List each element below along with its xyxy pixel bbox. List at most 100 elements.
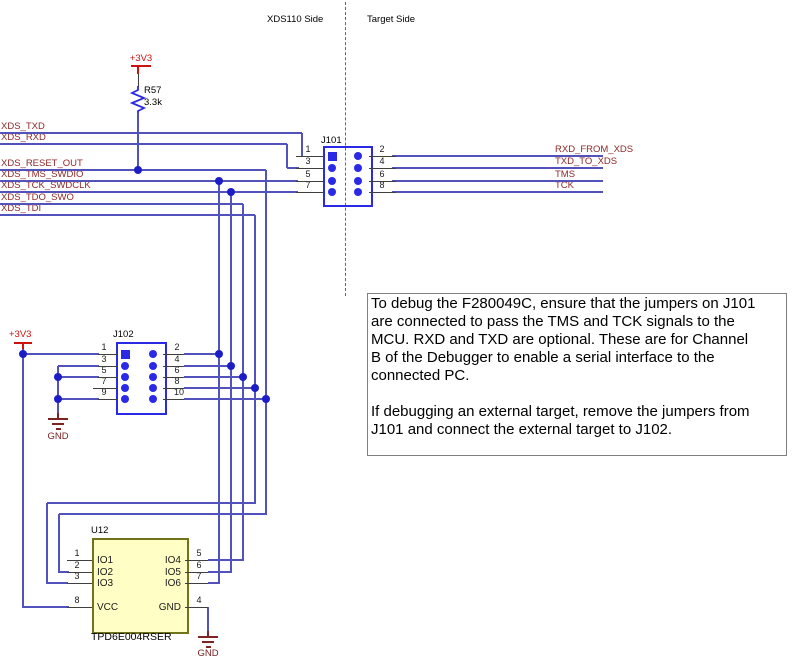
wire-segment [301,133,303,156]
pin-stub [67,606,92,608]
junction-dot [262,395,270,403]
pin-stub [163,376,184,378]
pin-stub [185,582,208,584]
pin-stub [98,353,117,355]
gnd-symbol-stroke [48,418,68,420]
net-label-xds-tms-swdio: XDS_TMS_SWDIO [1,169,84,180]
wire-segment [58,398,99,400]
wire-segment [0,143,287,145]
wire-segment [22,348,24,608]
connector-pin [328,177,336,185]
u12-pin-name-io6: IO6 [164,578,181,589]
wire-segment [242,204,244,561]
pin-stub [67,582,92,584]
connector-pin [149,395,157,403]
pin-stub [185,571,208,573]
connector-pin [149,384,157,392]
connector-pin [354,188,362,196]
pin-stub [98,365,117,367]
connector-pin [354,177,362,185]
pin-stub [163,365,184,367]
j102-pin-number: 8 [174,376,180,386]
connector-pin [149,373,157,381]
wire-segment [47,582,68,584]
j102-pin-number: 3 [101,354,107,364]
gnd-label-j102: GND [47,431,69,442]
pin-stub [67,571,92,573]
debug-note-paragraph-1: To debug the F280049C, ensure that the j… [371,295,756,384]
wire-segment [47,502,256,504]
wire-segment [58,365,99,367]
j102-pin-number: 1 [101,342,107,352]
j102-pin-number: 4 [174,354,180,364]
wire-segment [218,181,220,584]
net-label-xds-rxd: XDS_RXD [1,132,46,143]
gnd-label-u12: GND [197,648,219,659]
pin-stub [93,387,117,389]
junction-dot [134,166,142,174]
net-label-xds-reset-out: XDS_RESET_OUT [1,158,83,169]
pin-stub [163,398,184,400]
pin-stub [98,376,117,378]
wire-segment [0,191,298,193]
side-divider-dashed-line [345,2,346,296]
connector-pin [121,373,129,381]
u12-pin-number: 6 [196,560,202,570]
j102-connector-box [116,342,167,415]
pin-stub [369,180,396,182]
connector-pin [149,362,157,370]
wire-segment [23,606,69,608]
resistor-ref: R57 [144,85,162,96]
u12-pin-name-vcc: VCC [97,602,119,613]
j101-ref: J101 [321,135,342,146]
pin-stub [67,559,92,561]
u12-pin-number: 7 [196,571,202,581]
junction-dot [215,177,223,185]
j101-pin-number: 5 [305,169,311,179]
wire-segment [265,170,267,515]
j101-pin-number: 1 [305,144,311,154]
resistor-value: 3.3k [144,97,162,108]
resistor-icon [130,86,146,114]
pin-stub [369,191,396,193]
debug-note-box: To debug the F280049C, ensure that the j… [367,293,787,456]
wire-segment [208,582,220,584]
wire-segment [230,192,232,573]
u12-ref: U12 [91,525,109,536]
pin-stub [296,191,323,193]
pin-stub [98,398,117,400]
junction-dot [215,350,223,358]
u12-pin-name-io2: IO2 [97,567,114,578]
wire-segment [392,180,603,182]
junction-dot [19,350,27,358]
wire-segment [23,353,99,355]
j101-pin-number: 8 [379,180,385,190]
power-net-label-top: +3V3 [129,53,153,64]
u12-pin-name-io1: IO1 [97,555,114,566]
pin-stub [163,353,184,355]
u12-pin-name-io5: IO5 [164,567,181,578]
u12-pin-name-io3: IO3 [97,578,114,589]
net-label-txd-to-xds: TXD_TO_XDS [555,156,618,167]
pin-stub [163,387,184,389]
wire-segment [0,180,298,182]
wire-segment [0,132,302,134]
wire-segment [208,559,244,561]
wire-segment [137,113,139,171]
pin-stub [296,180,323,182]
u12-pin-number: 3 [74,571,80,581]
junction-dot [54,373,62,381]
pin-stub [296,167,323,169]
net-label-xds-txd: XDS_TXD [1,121,45,132]
j101-pin-number: 3 [305,156,311,166]
j101-pin-number: 4 [379,156,385,166]
wire-segment [184,398,267,400]
u12-pin-name-io4: IO4 [164,555,181,566]
wire-segment [0,169,266,171]
pin-stub [369,155,396,157]
debug-note-paragraph-2: If debugging an external target, remove … [371,403,750,438]
j102-pin-number: 2 [174,342,180,352]
net-label-rxd-from-xds: RXD_FROM_XDS [555,144,634,155]
j102-pin-number: 10 [173,387,184,397]
u12-pin-number: 2 [74,560,80,570]
